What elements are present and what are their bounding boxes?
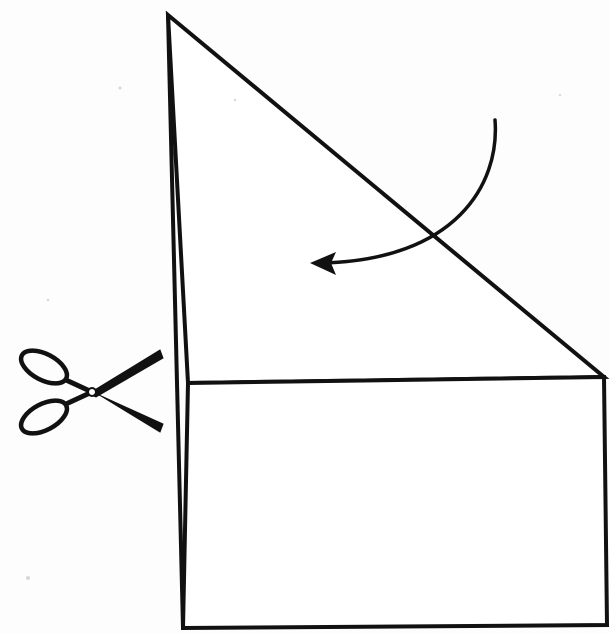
scissors-icon <box>16 344 163 440</box>
folded-triangle-flap <box>168 15 604 383</box>
paper-rectangle <box>183 377 607 628</box>
